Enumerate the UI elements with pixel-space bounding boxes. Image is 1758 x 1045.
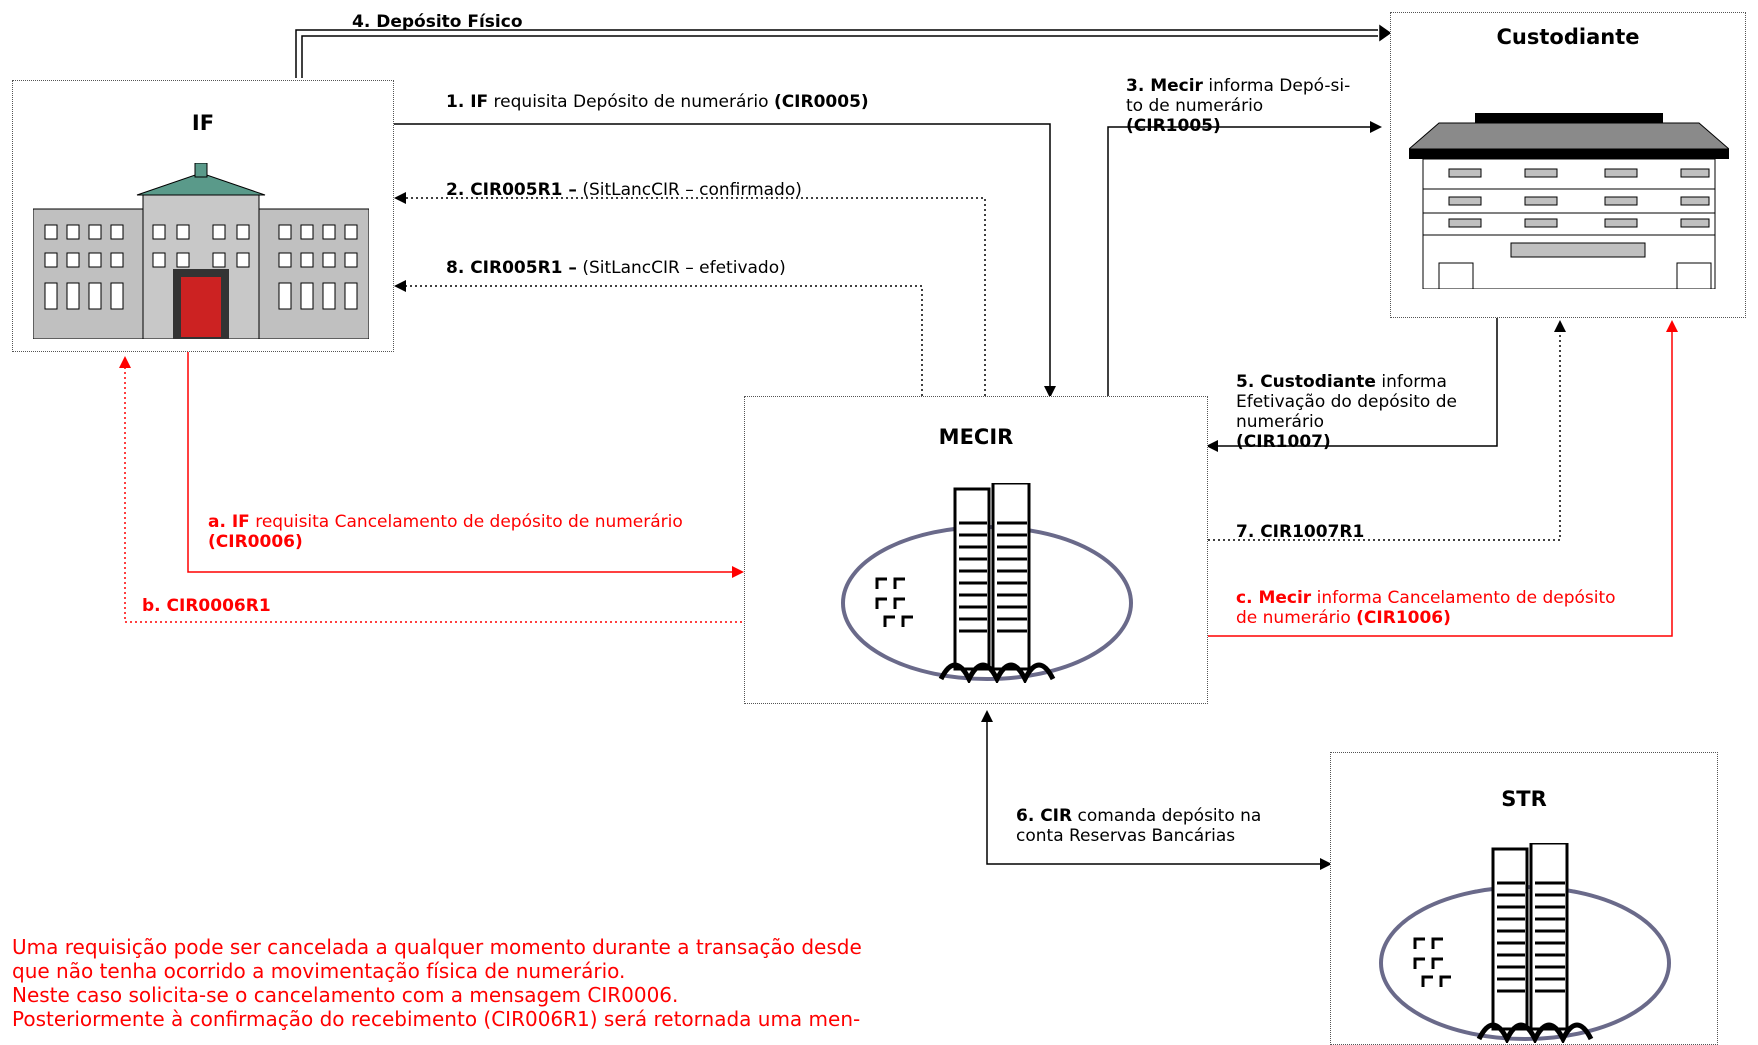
flow-4-arrow	[295, 24, 1392, 78]
flow-2-label: 2. CIR005R1 – (SitLancCIR – confirmado)	[446, 180, 802, 200]
custodiante-building-icon	[1409, 113, 1729, 289]
note-line-2: que não tenha ocorrido a movimentação fí…	[12, 959, 626, 983]
flow-6-label: 6. CIR comanda depósito na conta Reserva…	[1016, 806, 1262, 846]
note-line-3: Neste caso solicita-se o cancelamento co…	[12, 983, 679, 1007]
flow-1-arrow	[392, 123, 1056, 398]
if-building-icon	[33, 163, 369, 339]
entity-if: IF	[12, 80, 394, 352]
mecir-bcb-logo-icon	[841, 483, 1133, 683]
flow-a-label: a. IF requisita Cancelamento de depósito…	[208, 512, 683, 552]
flow-a-arrow	[187, 352, 744, 578]
flow-3-label: 3. Mecir informa Depó-si- to de numerári…	[1126, 76, 1351, 136]
flow-1-label: 1. IF requisita Depósito de numerário (C…	[446, 92, 869, 112]
entity-mecir: MECIR	[744, 396, 1208, 704]
flow-4-label: 4. Depósito Físico	[352, 12, 523, 32]
flow-5-label: 5. Custodiante informa Efetivação do dep…	[1236, 372, 1457, 452]
flow-b-arrow	[119, 356, 742, 623]
flow-8-arrow	[394, 280, 923, 396]
flow-3-arrow	[1107, 121, 1382, 396]
str-bcb-logo-icon	[1379, 843, 1671, 1043]
entity-mecir-title: MECIR	[938, 425, 1014, 449]
flow-c-label: c. Mecir informa Cancelamento de depósit…	[1236, 588, 1616, 628]
flow-6-arrow	[981, 710, 1332, 870]
flow-8-label: 8. CIR005R1 – (SitLancCIR – efetivado)	[446, 258, 786, 278]
entity-if-title: IF	[191, 111, 215, 135]
entity-custodiante-title: Custodiante	[1496, 25, 1640, 49]
flow-2-arrow	[394, 192, 986, 396]
flow-7-label: 7. CIR1007R1	[1236, 522, 1365, 542]
flow-b-label: b. CIR0006R1	[142, 596, 271, 616]
entity-str-title: STR	[1501, 787, 1547, 811]
flow-c-arrow	[1208, 320, 1678, 637]
note-line-4: Posteriormente à confirmação do recebime…	[12, 1007, 861, 1031]
flow-5-arrow	[1206, 318, 1498, 452]
entity-str: STR	[1330, 752, 1718, 1045]
flow-7-arrow	[1208, 320, 1566, 541]
entity-custodiante: Custodiante	[1390, 12, 1746, 318]
note-line-1: Uma requisição pode ser cancelada a qual…	[12, 935, 862, 959]
cancellation-note: Uma requisição pode ser cancelada a qual…	[12, 935, 972, 1031]
